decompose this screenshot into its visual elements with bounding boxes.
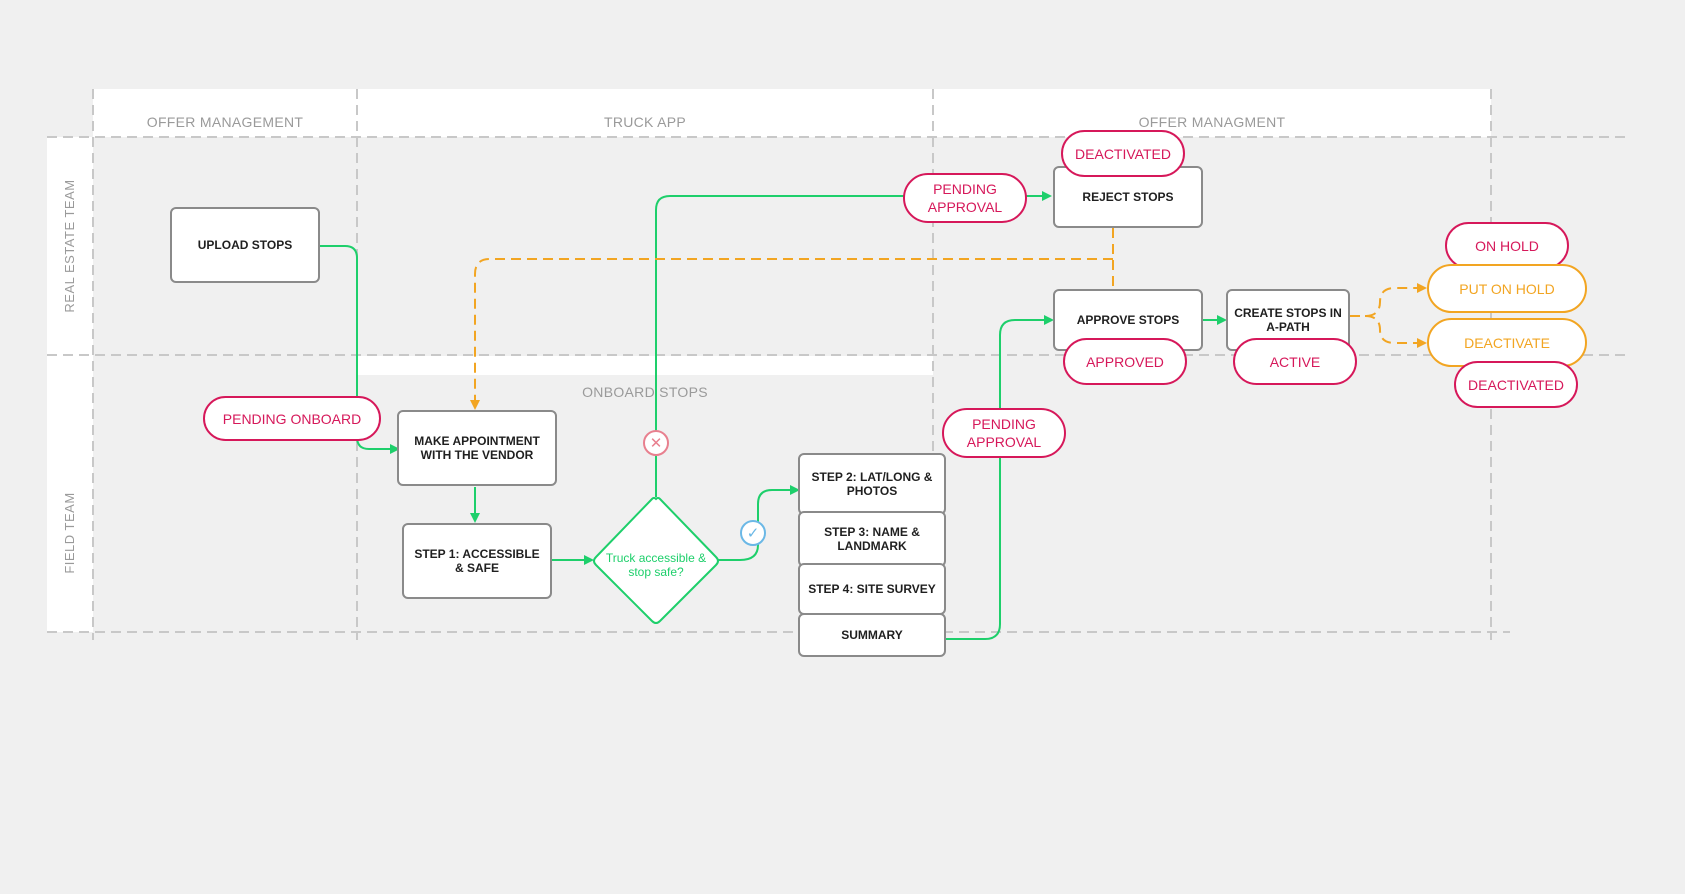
decision-label: Truck accessible & stop safe? [605, 551, 707, 579]
pending-approval-bottom-pill: PENDING APPROVAL [942, 408, 1066, 458]
row-header-band [47, 137, 93, 632]
create-stops-box: CREATE STOPS IN A-PATH [1226, 289, 1350, 351]
deactivated-final-pill: DEACTIVATED [1454, 361, 1578, 408]
approved-pill: APPROVED [1063, 338, 1187, 385]
step2-box: STEP 2: LAT/LONG & PHOTOS [798, 453, 946, 515]
upload-stops-box: UPLOAD STOPS [170, 207, 320, 283]
column-header-band [93, 89, 1491, 137]
pending-onboard-pill: PENDING ONBOARD [203, 396, 381, 441]
decision-diamond [593, 497, 719, 624]
section-header-band [357, 356, 933, 375]
orange-connectors [470, 228, 1427, 410]
green-connectors [318, 191, 1227, 640]
check-circle-icon: ✓ [740, 520, 766, 546]
step1-box: STEP 1: ACCESSIBLE & SAFE [402, 523, 552, 599]
connector-create-to-deactivate [1364, 315, 1427, 348]
active-pill: ACTIVE [1233, 338, 1357, 385]
x-circle-icon: ✕ [643, 430, 669, 456]
column-label-offer-managment: OFFER MANAGMENT [1138, 114, 1286, 130]
connector-create-to-hold [1350, 283, 1427, 317]
step4-box: STEP 4: SITE SURVEY [798, 563, 946, 615]
column-label-offer-management: OFFER MANAGEMENT [146, 114, 304, 130]
deactivated-reject-pill: DEACTIVATED [1061, 130, 1185, 177]
deactivate-pill: DEACTIVATE [1427, 318, 1587, 367]
column-label-truck-app: TRUCK APP [603, 114, 687, 130]
connector-loop-to-appointment [470, 258, 1113, 410]
on-hold-pill: ON HOLD [1445, 222, 1569, 269]
connector-upload-to-appointment [318, 245, 400, 454]
connector-decision-to-reject [655, 191, 1052, 497]
section-label-onboard-stops: ONBOARD STOPS [582, 384, 708, 400]
row-label-real-estate-team: REAL ESTATE TEAM [62, 179, 77, 313]
step3-box: STEP 3: NAME & LANDMARK [798, 511, 946, 567]
put-on-hold-pill: PUT ON HOLD [1427, 264, 1587, 313]
summary-box: SUMMARY [798, 613, 946, 657]
connector-summary-to-approve [946, 315, 1054, 640]
row-label-field-team: FIELD TEAM [62, 492, 77, 574]
make-appointment-box: MAKE APPOINTMENT WITH THE VENDOR [397, 410, 557, 486]
pending-approval-top-pill: PENDING APPROVAL [903, 173, 1027, 223]
